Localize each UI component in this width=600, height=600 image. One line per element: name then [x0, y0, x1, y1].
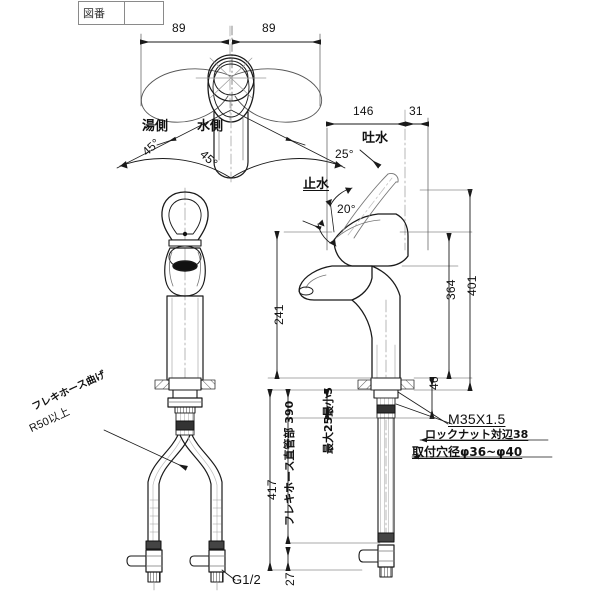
- dim-height-364: 364: [444, 279, 458, 300]
- dim-reach-146: 146: [353, 104, 374, 118]
- label-mounting-hole-spec: 取付穴径φ36~φ40: [412, 445, 523, 459]
- dim-height-401: 401: [465, 275, 479, 296]
- dim-bottom-27: 27: [283, 572, 297, 586]
- dim-top-left-89: 89: [172, 21, 186, 35]
- dim-deck-46: 46: [427, 376, 441, 390]
- dim-deck-thickness-range: 最大25最小5: [322, 387, 335, 454]
- label-angle-25: 25°: [335, 147, 354, 161]
- dim-back-31: 31: [409, 104, 423, 118]
- label-discharge: 吐水: [362, 131, 389, 146]
- label-angle-20: 20°: [337, 202, 356, 216]
- label-shutoff: 止水: [303, 177, 330, 192]
- dim-total-417: 417: [265, 479, 279, 500]
- side-view-geometry: [267, 109, 553, 578]
- label-thread-spec: M35X1.5: [448, 411, 506, 427]
- dim-top-right-89: 89: [262, 21, 276, 35]
- title-block-value-cell: [124, 1, 164, 25]
- title-block-label: 図番: [83, 7, 105, 20]
- label-cold-side: 水側: [197, 119, 224, 134]
- label-thread-g12: G1/2: [232, 572, 261, 587]
- label-hot-side: 湯側: [142, 119, 169, 134]
- top-view-geometry: [116, 25, 346, 183]
- dim-height-241: 241: [272, 304, 286, 325]
- front-view-geometry: [103, 187, 236, 593]
- label-locknut-spec: ロックナット対辺38: [425, 428, 529, 441]
- dim-flex-hose-straight-390: フレキホース直管部 390: [283, 400, 296, 526]
